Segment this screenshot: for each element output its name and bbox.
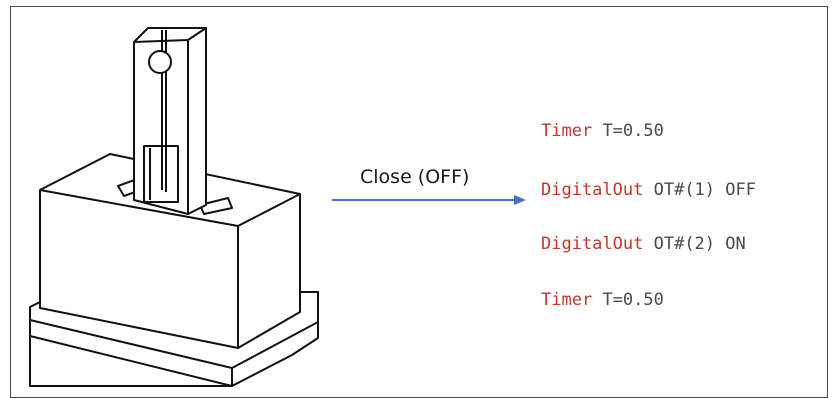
pivot-hole [148,50,172,74]
command-line-3: DigitalOut OT#(2) ON [541,234,746,254]
command-line-4: Timer T=0.50 [541,290,664,310]
command-args: T=0.50 [602,121,664,141]
finger-slot [143,145,179,203]
slot-right [199,197,233,215]
arrow [332,195,526,205]
command-keyword: Timer [541,121,593,141]
arrow-label: Close (OFF) [360,166,470,188]
command-args: T=0.50 [602,290,664,310]
command-args: OT#(2) ON [653,234,746,254]
command-keyword: DigitalOut [541,180,644,200]
command-args: OT#(1) OFF [653,180,756,200]
command-keyword: Timer [541,290,593,310]
gripper-drawing [29,27,319,387]
command-keyword: DigitalOut [541,234,644,254]
command-line-1: Timer T=0.50 [541,121,664,141]
command-line-2: DigitalOut OT#(1) OFF [541,180,756,200]
